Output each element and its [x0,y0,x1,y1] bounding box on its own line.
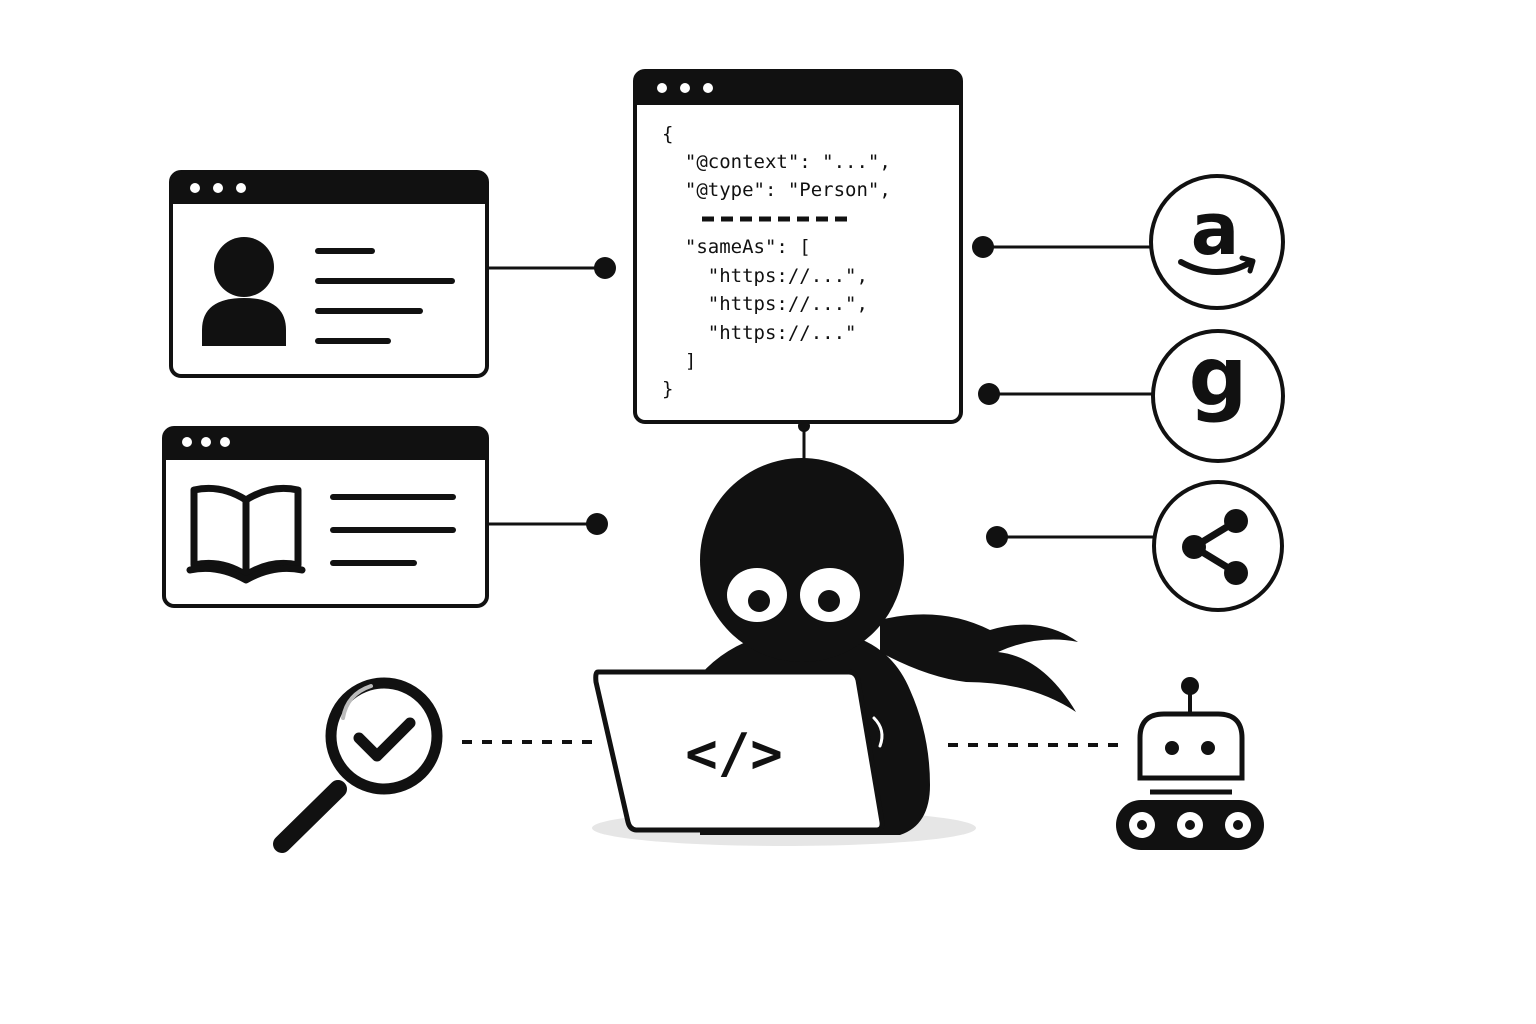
window-dot [201,437,211,447]
profile-window [169,170,489,378]
code-line: { [662,123,673,145]
amazon-icon: a [1149,174,1285,310]
connector-dots [586,236,1008,548]
window-dot [236,183,246,193]
code-line: ] [662,350,696,372]
connector-dot [594,257,616,279]
window-dot [182,437,192,447]
dashed-connectors [462,740,1118,747]
code-line: } [662,378,673,400]
window-dot [190,183,200,193]
window-dot [680,83,690,93]
goodreads-icon: g [1151,329,1285,463]
connector-dot [978,383,1000,405]
person-icon [202,237,286,346]
share-icon [1152,480,1284,612]
laptop: </> [593,669,885,833]
window-dot [213,183,223,193]
code-line: "@type": "Person", [662,179,891,201]
amazon-letter: a [1191,187,1240,271]
code-block: { "@context": "...", "@type": "Person", … [662,123,891,400]
window-dot [703,83,713,93]
goodreads-letter: g [1189,330,1248,425]
code-line: "https://...", [662,265,868,287]
code-line: "@context": "...", [662,151,891,173]
book-window [162,426,489,608]
connector-dot [986,526,1008,548]
code-line: "https://...", [662,293,868,315]
text-lines [315,248,455,344]
robot-icon [1116,677,1264,850]
connector-dot [586,513,608,535]
code-line: "https://..." [662,322,856,344]
code-line: "sameAs": [ [662,236,811,258]
code-symbol-icon: </> [685,722,783,785]
window-dot [220,437,230,447]
check-icon [353,717,416,762]
open-book-icon [186,484,306,584]
json-ld-window: { "@context": "...", "@type": "Person", … [633,69,963,424]
text-lines [330,494,456,566]
connector-dot [972,236,994,258]
magnifier-check-icon [273,677,443,853]
window-dot [657,83,667,93]
